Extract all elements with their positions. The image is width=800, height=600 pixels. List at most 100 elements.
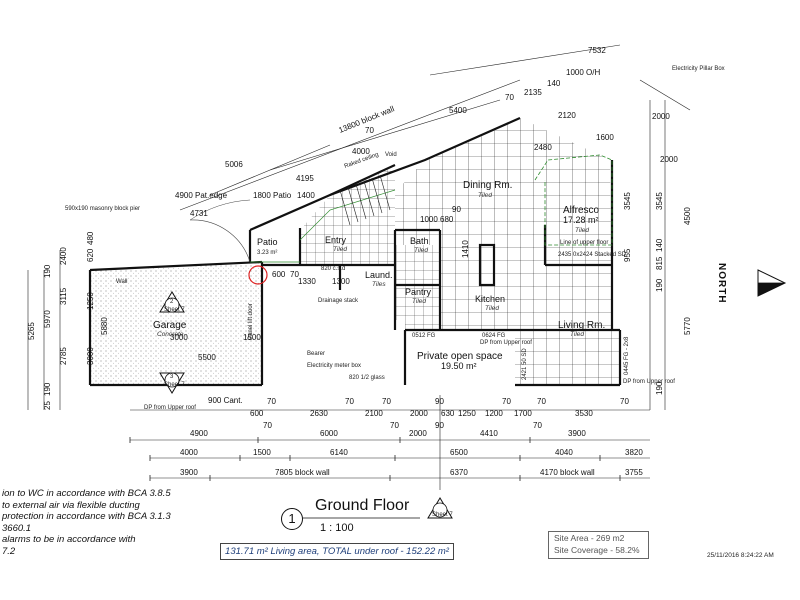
annotation-stacked-sd: 2435 0x2424 Stacked SD: [558, 252, 627, 258]
dim-top-1600: 1600: [596, 133, 614, 142]
annotation-patio-1800: 1800 Patio: [253, 191, 292, 200]
annotation-wall: Wall: [116, 279, 127, 285]
dim-row3-item: 6500: [450, 448, 468, 457]
view-number-circle: 1: [281, 508, 303, 530]
dim-row2-item: 70: [263, 421, 272, 430]
garage-concrete: [90, 262, 262, 385]
note-line: 3660.1: [2, 522, 32, 534]
marker-3-label: 3: [170, 374, 174, 380]
room-entry-name: Entry: [325, 235, 347, 245]
dim-row2-item: 4900: [190, 429, 208, 438]
dim-row4-item: 6370: [450, 468, 468, 477]
annotation-bearer: Bearer: [307, 351, 325, 357]
dim-r-3545a: 3545: [623, 192, 632, 210]
dim-l-620: 620: [86, 248, 95, 262]
stair: [339, 174, 391, 226]
note-line: ion to WC in accordance with BCA 3.8.5: [2, 488, 171, 499]
dim-l-5880: 5880: [100, 317, 109, 335]
dim-top-2120: 2120: [558, 111, 576, 120]
room-dining-finish: Tiled: [478, 192, 492, 199]
red-marker-icon: [248, 265, 268, 285]
dim-l-5265: 5265: [27, 322, 36, 340]
dim-row4-item: 3900: [180, 468, 198, 477]
annotation-panel-lift: Panel lift door: [248, 303, 254, 340]
dim-row1-item: 70: [537, 397, 546, 406]
annotation-meter-box: Electricity meter box: [307, 363, 361, 369]
dim-top-7532: 7532: [588, 46, 606, 55]
entry-tiles: [300, 165, 440, 330]
room-dining-name: Dining Rm.: [463, 180, 512, 191]
dim-row1-item: 70: [267, 397, 276, 406]
dim-l-3115: 3115: [59, 287, 68, 305]
dim-e-1300: 1300: [332, 277, 350, 286]
dim-top-1000: 1000 O/H: [566, 68, 600, 77]
dim-k-90: 90: [452, 205, 461, 214]
room-laundry-name: Laund.: [365, 270, 393, 280]
room-laundry-finish: Tiles: [372, 281, 386, 288]
dim-row3-item: 3820: [625, 448, 643, 457]
site-info-box: Site Area - 269 m2 Site Coverage - 58.2%: [548, 531, 649, 559]
annotation-fg-0512: 0512 FG: [412, 333, 436, 339]
dim-row1-item: 70: [620, 397, 629, 406]
north-arrow-icon: [757, 269, 787, 297]
dim-e-600: 600: [272, 270, 286, 279]
dim-row3-item: 4040: [555, 448, 573, 457]
site-coverage: Site Coverage - 58.2%: [554, 545, 640, 555]
dim-row2-item: 70: [533, 421, 542, 430]
dining-alfresco-tiles: [395, 118, 620, 385]
dim-row2-item: 70: [390, 421, 399, 430]
site-area: Site Area - 269 m2: [554, 533, 625, 543]
dim-row2-item: 2000: [409, 429, 427, 438]
section-marker-2: 2 Sheet 7: [159, 291, 185, 313]
dim-r-955: 955: [623, 248, 632, 262]
dim-top-140: 140: [547, 79, 561, 88]
dim-g-3000: 3000: [170, 333, 188, 342]
annotation-upper-floor: Line of upper floor: [560, 240, 608, 246]
annotation-glass: 820 1/2 glass: [349, 375, 385, 381]
dim-top-5400: 5400: [449, 106, 467, 115]
marker-3-sheet: Sheet 7: [164, 382, 185, 388]
annotation-drainage-stack: Drainage stack: [318, 298, 359, 304]
dim-l-25: 25: [43, 401, 52, 410]
dim-l-2785: 2785: [59, 347, 68, 365]
annotation-dp-mid: DP from Upper roof: [480, 340, 532, 346]
dim-r-815: 815: [655, 256, 664, 270]
title-marker-sheet: Sheet 7: [432, 512, 453, 518]
dim-row-4: 3900 7805 block wall 6370 4170 block wal…: [180, 468, 643, 477]
dim-row1-item: 70: [382, 397, 391, 406]
dim-top-2480: 2480: [534, 143, 552, 152]
dim-row2-item: 3900: [568, 429, 586, 438]
marker-2-sheet: Sheet 7: [164, 307, 185, 313]
room-alfresco-name: Alfresco: [563, 205, 600, 216]
dim-l-480: 480: [86, 231, 95, 245]
note-line: protection in accordance with BCA 3.1.3: [2, 511, 171, 522]
dimension-lines: [27, 44, 691, 490]
dim-row-2: 4900 70 6000 70 2000 90 4410 70 3900: [190, 421, 586, 438]
section-marker-3: 3 Sheet 7: [159, 372, 185, 394]
room-entry-finish: Tiled: [333, 246, 347, 253]
dim-row4-item: 4170 block wall: [540, 468, 595, 477]
dim-row1-item: 70: [502, 397, 511, 406]
room-kitchen-name: Kitchen: [475, 294, 505, 304]
annotation-electricity-pillar: Electricity Pillar Box: [672, 66, 725, 72]
dim-row1-item: 90: [435, 397, 444, 406]
note-line: 7.2: [2, 545, 16, 557]
dim-row-1: 600 70 2630 70 2100 70 2000 90 630 1250 …: [250, 397, 629, 418]
dim-row3-item: 1500: [253, 448, 271, 457]
note-line: alarms to be in accordance with: [2, 534, 136, 545]
timestamp: 25/11/2016 8:24:22 AM: [707, 552, 774, 559]
dim-row1-item: 2630: [310, 409, 328, 418]
room-pantry-name: Pantry: [405, 287, 432, 297]
dim-row1-item: 3530: [575, 409, 593, 418]
room-kitchen-finish: Tiled: [485, 305, 499, 312]
annotation-fg-0445: 0445 FG - 2x8: [624, 336, 630, 375]
room-alfresco-area: 17.28 m²: [563, 215, 599, 225]
dim-g-1500: 1500: [243, 333, 261, 342]
room-bath-finish: Tiled: [414, 247, 428, 254]
room-bath-name: Bath: [410, 236, 429, 246]
dim-l-190b: 190: [43, 382, 52, 396]
dim-row1-item: 1250: [458, 409, 476, 418]
dim-row1-item: 70: [345, 397, 354, 406]
upper-floor-line: [534, 154, 613, 246]
dim-l-5970: 5970: [43, 310, 52, 328]
